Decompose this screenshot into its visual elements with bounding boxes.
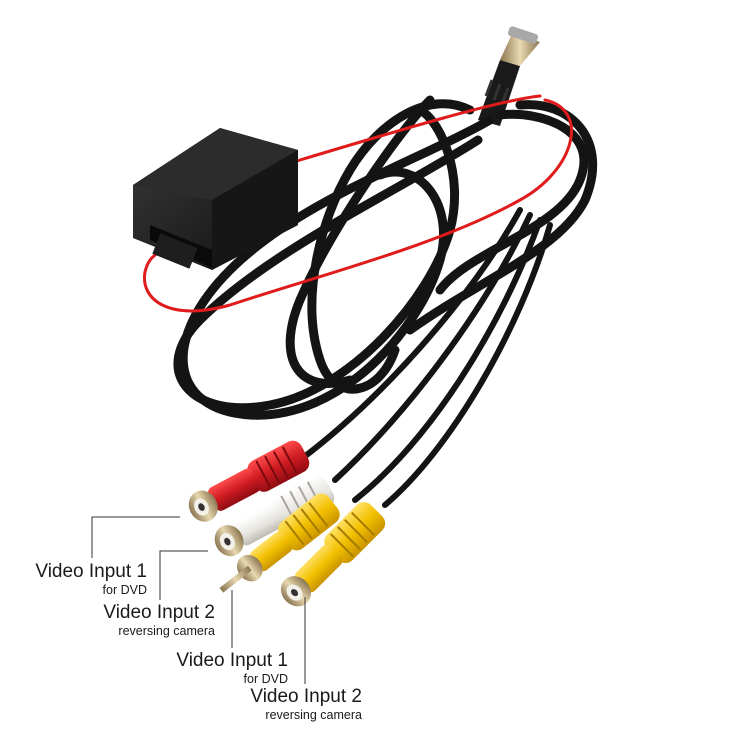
callout-subtitle-4: reversing camera bbox=[265, 708, 362, 722]
callout-subtitle-3: for DVD bbox=[243, 672, 288, 686]
callout-label-2: Video Input 2 reversing camera bbox=[103, 603, 215, 638]
callout-label-3: Video Input 1 for DVD bbox=[174, 651, 288, 686]
callout-title-2: Video Input 2 bbox=[103, 602, 215, 623]
din-plug bbox=[478, 26, 540, 126]
callout-title-1: Video Input 1 bbox=[35, 561, 147, 582]
rca-yellow-female-connector bbox=[280, 502, 386, 607]
rca-yellow-male-connector bbox=[219, 493, 340, 593]
callout-line-2 bbox=[159, 550, 208, 600]
callout-subtitle-2: reversing camera bbox=[118, 624, 215, 638]
coiled-cable bbox=[173, 95, 598, 420]
callout-title-3: Video Input 1 bbox=[176, 650, 288, 671]
callout-label-1: Video Input 1 for DVD bbox=[33, 562, 147, 597]
interface-box bbox=[133, 128, 298, 270]
rca-cables bbox=[297, 207, 553, 508]
rca-red-connector bbox=[188, 440, 310, 522]
callout-label-4: Video Input 2 reversing camera bbox=[248, 687, 362, 722]
callout-subtitle-1: for DVD bbox=[102, 583, 147, 597]
rca-white-connector bbox=[214, 475, 335, 557]
callout-lines bbox=[91, 516, 306, 684]
callout-line-1 bbox=[91, 516, 180, 558]
callout-title-4: Video Input 2 bbox=[250, 686, 362, 707]
